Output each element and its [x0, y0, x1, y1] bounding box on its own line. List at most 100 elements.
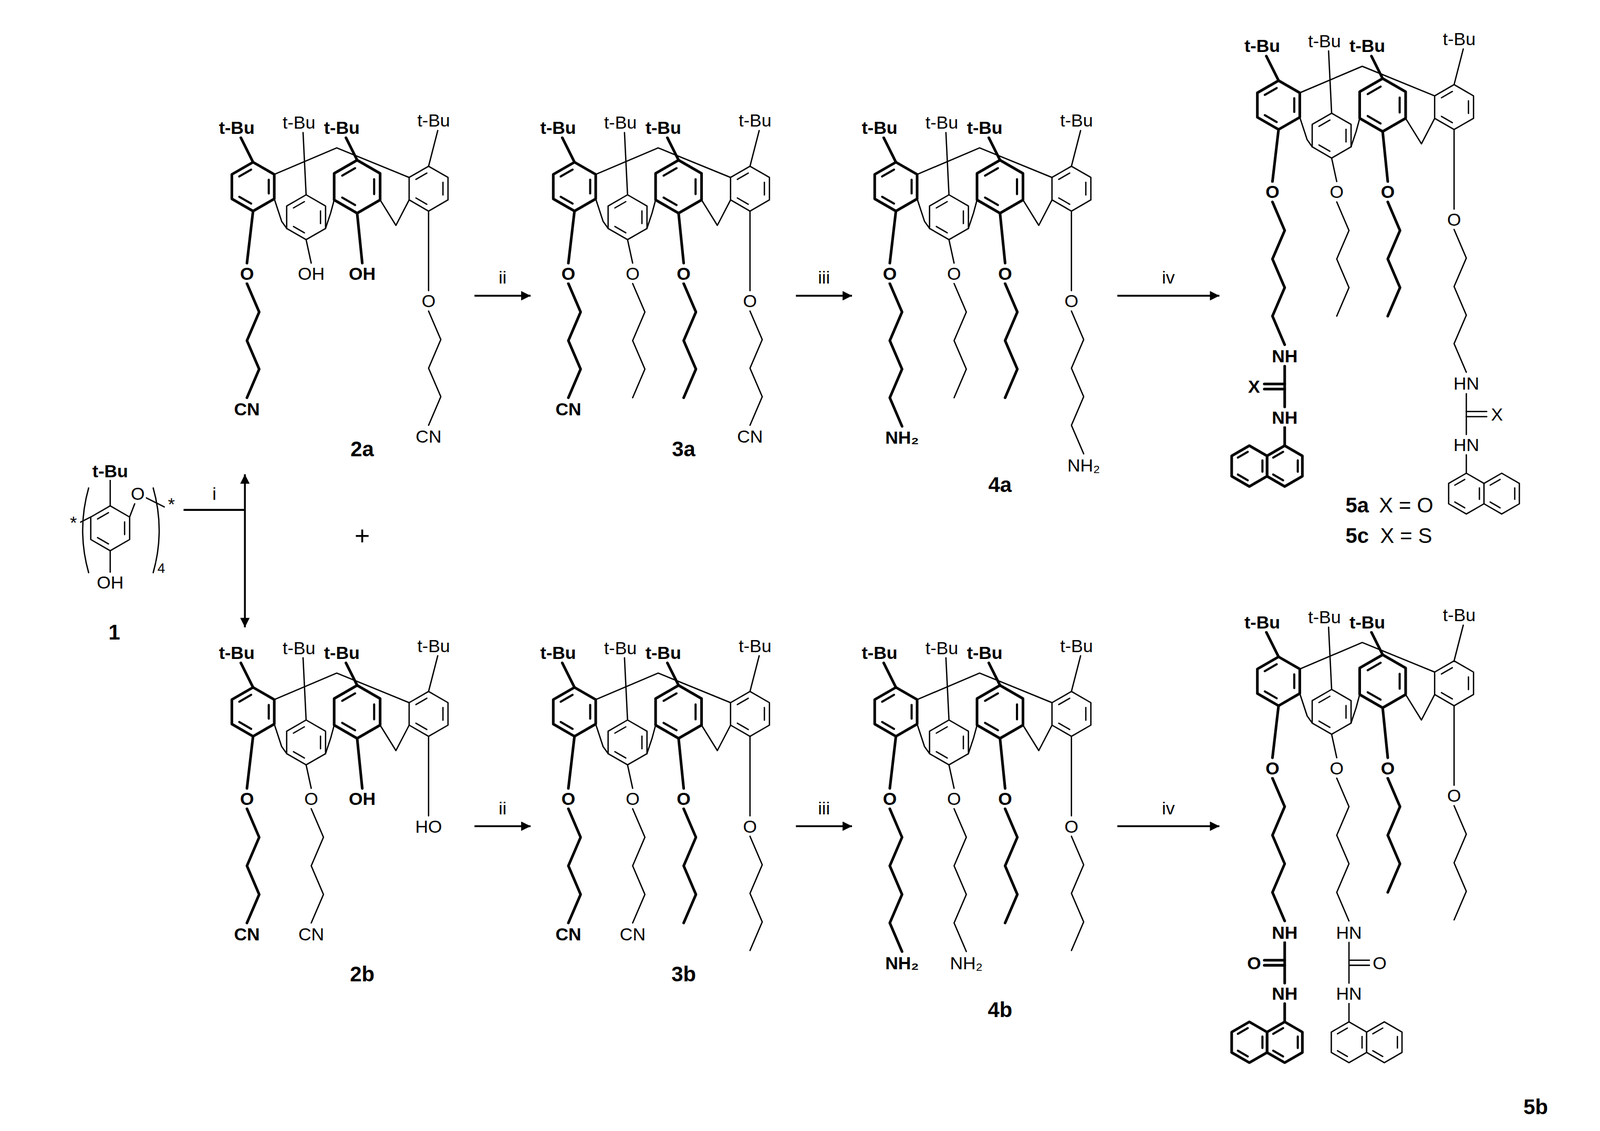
reagent-step: ii — [496, 799, 508, 818]
reaction-arrow — [183, 510, 246, 628]
atom-label: NH₂ — [1066, 456, 1101, 475]
bond — [667, 137, 679, 161]
benzene-ring — [1448, 473, 1484, 515]
ring-double-bond — [910, 705, 913, 720]
atom-label: CN — [297, 925, 326, 944]
bridge — [1405, 694, 1435, 721]
ring-double-bond — [560, 722, 573, 730]
ring-double-bond — [1264, 88, 1277, 96]
chain — [889, 283, 902, 427]
ring-double-bond — [589, 179, 592, 194]
bridge — [380, 725, 410, 752]
compound-number: 1 — [106, 621, 122, 643]
chain — [953, 283, 966, 399]
bond — [1264, 964, 1285, 968]
atom-label: OH — [296, 264, 326, 283]
bond — [1453, 705, 1456, 786]
atom-label: O — [560, 264, 577, 283]
atom-label: O — [1446, 210, 1462, 229]
atom-label: O — [129, 484, 146, 503]
chain — [889, 808, 902, 952]
ring-double-bond — [1273, 474, 1284, 481]
benzene-ring — [1312, 689, 1352, 735]
ring-double-bond — [1238, 1028, 1249, 1035]
reagent-step: iii — [816, 268, 832, 287]
ring-double-bond — [1455, 479, 1466, 486]
chain — [1453, 805, 1467, 921]
atom-label: t-Bu — [217, 643, 256, 662]
bond — [667, 662, 679, 686]
ring-double-bond — [293, 201, 305, 209]
atom-label: OH — [347, 264, 377, 283]
bond — [240, 662, 253, 688]
bond — [1453, 625, 1463, 662]
bond — [1382, 131, 1388, 182]
benzene-ring — [553, 687, 596, 737]
bridge — [701, 725, 731, 752]
atom-label: HN — [1452, 435, 1481, 454]
ring-double-bond — [694, 704, 697, 720]
chain — [428, 310, 441, 426]
ring-double-bond — [372, 704, 376, 720]
atom-label: NH — [1270, 923, 1299, 942]
atom-label: t-Bu — [1243, 36, 1282, 55]
benzene-ring — [874, 162, 918, 212]
ring-double-bond — [881, 169, 895, 177]
ring-double-bond — [663, 168, 677, 176]
atom-label: NH₂ — [948, 954, 984, 973]
ring-double-bond — [1058, 173, 1070, 180]
bond — [1348, 959, 1370, 962]
ring-double-bond — [962, 211, 965, 224]
bond — [624, 132, 628, 195]
benzene-ring — [1231, 1022, 1267, 1064]
ring-double-bond — [416, 198, 428, 205]
bond — [988, 662, 1000, 686]
ring-double-bond — [319, 736, 322, 750]
bond — [1331, 734, 1337, 758]
atom-label: O — [996, 790, 1013, 808]
atom-label: O — [303, 790, 319, 808]
ring-double-bond — [1490, 502, 1501, 508]
compound-number: 2b — [348, 963, 377, 985]
chain — [246, 283, 259, 399]
ring-double-bond — [1296, 1036, 1300, 1049]
bond — [1283, 942, 1286, 984]
benzene-ring — [977, 160, 1023, 214]
reagent-step: iv — [1160, 799, 1177, 818]
ring-double-bond — [1318, 721, 1331, 728]
benzene-ring — [929, 194, 969, 240]
atom-label: O — [1379, 759, 1396, 778]
bridge — [701, 200, 731, 226]
bond — [1000, 213, 1006, 264]
bond — [146, 497, 165, 507]
ring-double-bond — [589, 705, 592, 720]
bond — [109, 551, 112, 573]
compound-number: X = O — [1377, 494, 1435, 516]
atom-label: t-Bu — [323, 643, 361, 662]
bond — [889, 736, 897, 789]
ring-double-bond — [1261, 460, 1264, 473]
atom-label: t-Bu — [644, 643, 683, 662]
bond — [562, 137, 575, 163]
bridge — [647, 725, 657, 754]
compound: 5b — [1219, 596, 1597, 1128]
benzene-ring — [1052, 691, 1092, 737]
bond — [1465, 454, 1468, 474]
bridge — [1299, 693, 1313, 724]
bond — [1371, 632, 1383, 656]
bond — [346, 662, 358, 686]
bracket — [82, 487, 89, 574]
benzene-ring — [1359, 78, 1406, 132]
ring-double-bond — [1367, 86, 1381, 95]
atom-label: O — [1446, 786, 1462, 805]
compound: 5aX = O5cX = S — [1219, 20, 1597, 567]
benzene-ring — [409, 691, 449, 737]
compound: 2a — [209, 101, 475, 475]
atom-label: t-Bu — [1306, 32, 1342, 50]
ring-double-bond — [123, 522, 126, 535]
benzene-ring — [1359, 655, 1406, 709]
ring-double-bond — [663, 197, 677, 205]
atom-label: * — [167, 495, 176, 514]
atom-label: CN — [414, 427, 443, 446]
